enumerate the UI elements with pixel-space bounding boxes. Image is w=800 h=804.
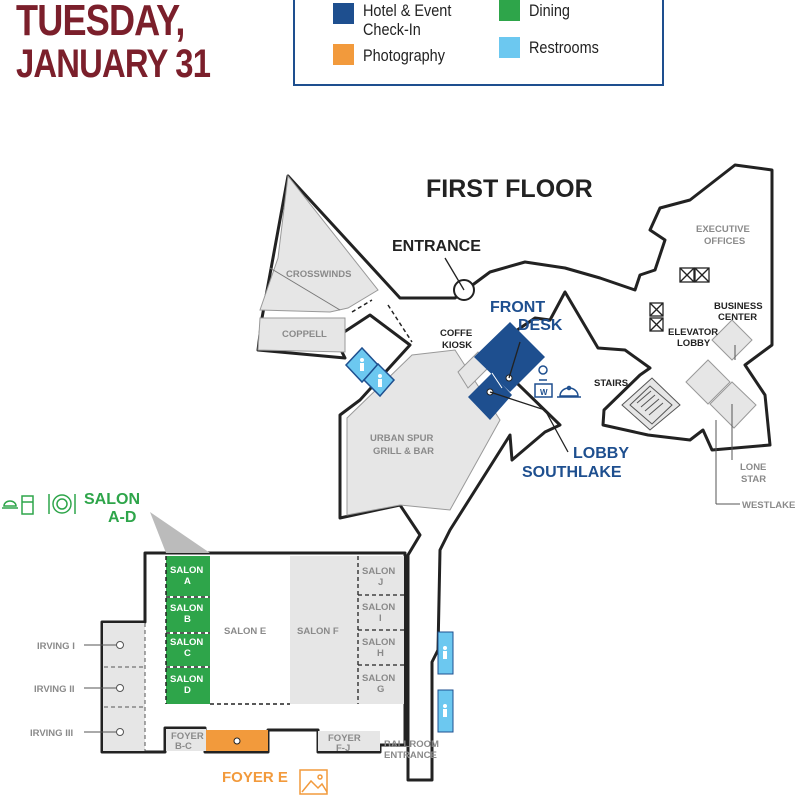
label-foyer-bc-2: B-C — [175, 741, 192, 752]
svg-text:W: W — [540, 388, 548, 397]
room-salon-d[interactable] — [166, 668, 210, 704]
elevator-icons — [649, 267, 710, 332]
date-month-day: JANUARY 31 — [16, 42, 211, 86]
room-urban-spur — [346, 349, 501, 516]
label-elevator-1: ELEVATOR — [668, 327, 718, 338]
label-foyer-bc-1: FOYER — [171, 731, 204, 742]
label-lone-2: STAR — [741, 474, 766, 485]
label-salon-c-2: C — [184, 648, 191, 659]
room-salon-f — [290, 556, 358, 704]
label-business-1: BUSINESS — [714, 301, 763, 312]
room-salon-c[interactable] — [166, 634, 210, 666]
label-irving-2: IRVING II — [34, 684, 74, 695]
photo-icon — [299, 769, 328, 795]
label-stairs: STAIRS — [594, 378, 628, 389]
front-desk-area[interactable] — [474, 322, 545, 392]
room-crosswinds — [259, 174, 379, 313]
salon-ad-label-2: A-D — [108, 509, 136, 526]
label-salon-a-2: A — [184, 576, 191, 587]
label-salon-c-1: SALON — [170, 637, 203, 648]
restrooms-swatch — [499, 37, 520, 58]
label-coppell: COPPELL — [282, 329, 327, 340]
label-urban-2: GRILL & BAR — [373, 446, 434, 457]
label-salon-d-1: SALON — [170, 674, 203, 685]
salon-ad-label-1: SALON — [84, 491, 140, 508]
room-foyer-fj — [318, 731, 380, 751]
lobby-southlake-area[interactable] — [468, 373, 512, 420]
foyer-e-label: FOYER E — [222, 769, 288, 786]
stairs — [621, 377, 681, 431]
label-salon-g-1: SALON — [362, 673, 395, 684]
label-salon-b-2: B — [184, 614, 191, 625]
legend-photography-label: Photography — [363, 46, 445, 65]
photography-swatch — [333, 44, 354, 65]
room-irving — [103, 623, 145, 751]
label-coffee-2: KIOSK — [442, 340, 472, 351]
label-ballroom-1: BALLROOM — [384, 739, 439, 750]
room-salon-b[interactable] — [166, 598, 210, 632]
floor-title: FIRST FLOOR — [426, 175, 593, 203]
label-salon-a-1: SALON — [170, 565, 203, 576]
dining-icons — [2, 494, 76, 515]
room-foyer-bc — [166, 729, 206, 751]
legend-checkin-label2: Check-In — [363, 20, 421, 39]
label-westlake: WESTLAKE — [742, 500, 795, 511]
front-desk-label-1: FRONT — [490, 299, 545, 316]
entrance-label: ENTRANCE — [392, 238, 481, 255]
checkin-swatch — [333, 3, 354, 24]
label-salon-j-2: J — [378, 577, 383, 588]
dining-swatch — [499, 0, 520, 21]
label-irving-1: IRVING I — [37, 641, 75, 652]
label-urban-1: URBAN SPUR — [370, 433, 433, 444]
room-coppell — [257, 317, 346, 353]
room-westlake — [709, 381, 757, 429]
upper-building-outline — [256, 163, 774, 782]
label-foyer-fj-2: F-J — [336, 743, 350, 754]
label-salon-j-1: SALON — [362, 566, 395, 577]
legend-checkin-label1: Hotel & Event — [363, 1, 452, 20]
front-desk-icon: W — [534, 365, 581, 398]
lobby-label-1: LOBBY — [573, 445, 629, 462]
label-salon-g-2: G — [377, 684, 384, 695]
restroom-upper — [344, 346, 396, 398]
legend-restrooms-label: Restrooms — [529, 38, 599, 57]
label-crosswinds: CROSSWINDS — [286, 269, 351, 280]
label-irving-3: IRVING III — [30, 728, 73, 739]
label-lone-1: LONE — [740, 462, 766, 473]
date-weekday: TUESDAY, — [16, 0, 185, 45]
label-foyer-fj-1: FOYER — [328, 733, 361, 744]
room-salon-a[interactable] — [166, 556, 210, 596]
ballroom-outline — [100, 551, 407, 754]
label-elevator-2: LOBBY — [677, 338, 711, 349]
front-desk-label-2: DESK — [518, 317, 563, 334]
label-salon-h-1: SALON — [362, 637, 395, 648]
label-salon-i-2: I — [379, 613, 382, 624]
room-business-center — [711, 319, 753, 361]
label-coffee-1: COFFE — [440, 328, 472, 339]
label-salon-e: SALON E — [224, 626, 266, 637]
label-ballroom-2: ENTRANCE — [384, 750, 437, 761]
label-salon-f: SALON F — [297, 626, 339, 637]
label-salon-d-2: D — [184, 685, 191, 696]
label-salon-i-1: SALON — [362, 602, 395, 613]
legend: Hotel & Event Check-In Dining Photograph… — [293, 0, 664, 86]
lobby-label-2: SOUTHLAKE — [522, 464, 622, 481]
label-salon-h-2: H — [377, 648, 384, 659]
label-exec-1: EXECUTIVE — [696, 224, 750, 235]
legend-dining-label: Dining — [529, 1, 570, 20]
label-exec-2: OFFICES — [704, 236, 745, 247]
label-salon-b-1: SALON — [170, 603, 203, 614]
label-business-2: CENTER — [718, 312, 757, 323]
room-lone-star — [685, 359, 731, 405]
